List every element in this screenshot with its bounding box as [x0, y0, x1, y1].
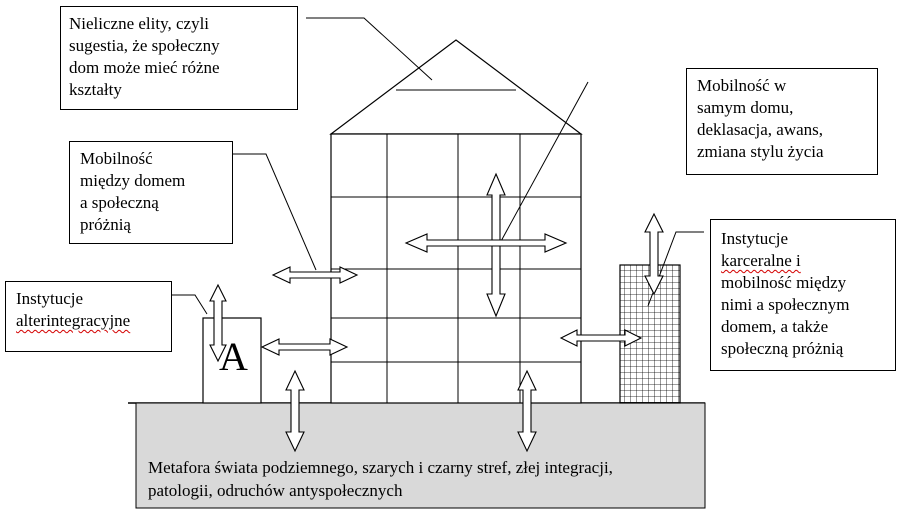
- label-elites-line-3: dom może mieć różne: [69, 58, 220, 77]
- label-carceral-line-4: nimi a społecznym: [721, 295, 850, 314]
- label-elites: Nieliczne elity, czyli sugestia, że społ…: [60, 6, 298, 110]
- label-mobility-void-line-3: a społeczną: [80, 193, 159, 212]
- label-carceral-line-1: Instytucje: [721, 229, 789, 248]
- arrow-ground-middle: [517, 369, 537, 453]
- leader-alter: [172, 294, 208, 315]
- label-carceral-institutions: Instytucje karceralne i mobilność między…: [710, 219, 896, 371]
- alter-building: [202, 317, 262, 404]
- label-elites-line-2: sugestia, że społeczny: [69, 36, 220, 55]
- label-mobility-inside-line-4: zmiana stylu życia: [697, 142, 824, 161]
- arrow-void-upper: [271, 266, 359, 284]
- label-mobility-inside: Mobilność w samym domu, deklasacja, awan…: [686, 68, 878, 175]
- ground-text-line-1: Metafora świata podziemnego, szarych i c…: [148, 458, 613, 477]
- label-mobility-void-line-2: między domem: [80, 171, 186, 190]
- house-roof: [329, 39, 583, 135]
- alter-building-letter: A: [219, 334, 248, 379]
- arrow-house-horizontal: [404, 233, 568, 253]
- label-alter-institutions: Instytucje alterintegracyjne: [5, 281, 172, 352]
- underground-box: [135, 402, 706, 509]
- leader-lines: [172, 17, 704, 315]
- ground-text-line-2: patologii, odruchów antyspołecznych: [148, 481, 403, 500]
- label-mobility-void-line-1: Mobilność: [80, 149, 153, 168]
- label-mobility-inside-line-2: samym domu,: [697, 98, 794, 117]
- label-carceral-line-6: społeczną próżnią: [721, 339, 844, 358]
- arrow-alter-house: [260, 338, 349, 356]
- label-mobility-inside-line-3: deklasacja, awans,: [697, 120, 824, 139]
- arrow-alter-vertical: [209, 283, 227, 363]
- label-carceral-line-5: domem, a także: [721, 317, 829, 336]
- arrows: [209, 172, 664, 453]
- house-grid: [331, 134, 581, 403]
- arrow-carceral-vertical: [644, 212, 664, 296]
- label-alter-line-2: alterintegracyjne: [16, 311, 131, 330]
- label-alter-line-1: Instytucje: [16, 289, 84, 308]
- arrow-ground-left: [285, 369, 305, 453]
- leader-elites: [306, 17, 433, 81]
- leader-mobility-inside: [493, 81, 589, 255]
- label-mobility-void: Mobilność między domem a społeczną próżn…: [69, 141, 233, 244]
- label-elites-line-4: kształty: [69, 80, 122, 99]
- label-mobility-inside-line-1: Mobilność w: [697, 76, 787, 95]
- label-carceral-line-2: karceralne i: [721, 251, 801, 270]
- label-mobility-void-line-4: próżnią: [80, 215, 131, 234]
- ground-text: Metafora świata podziemnego, szarych i c…: [148, 456, 698, 502]
- label-elites-line-1: Nieliczne elity, czyli: [69, 14, 210, 33]
- label-carceral-line-3: mobilność między: [721, 273, 847, 292]
- arrow-carceral-house: [559, 329, 643, 347]
- leader-mobility-void: [232, 153, 317, 271]
